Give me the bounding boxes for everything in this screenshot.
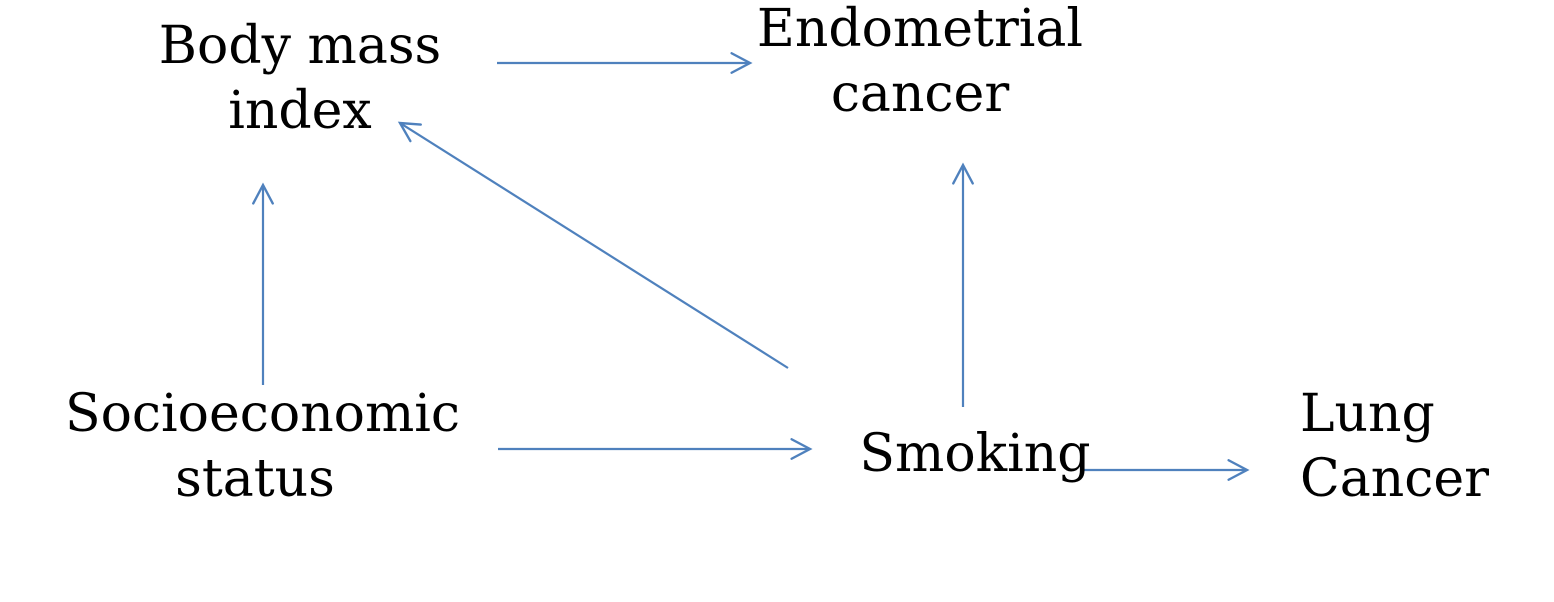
node-endometrial-cancer-line1: Endometrial <box>756 0 1084 59</box>
node-lung-cancer: Lung Cancer <box>1300 382 1510 512</box>
node-body-mass-index-line2: index <box>228 81 372 141</box>
node-endometrial-cancer-line2: cancer <box>830 64 1010 124</box>
node-lung-cancer-line2: Cancer <box>1300 449 1490 509</box>
node-socioeconomic-status: Socioeconomic status <box>65 382 461 512</box>
arrow-smoking-to-bmi <box>397 121 789 369</box>
node-body-mass-index-line1: Body mass <box>158 16 442 76</box>
node-socioeconomic-status-line2: status <box>175 449 335 509</box>
node-socioeconomic-status-line1: Socioeconomic <box>65 384 461 444</box>
node-endometrial-cancer: Endometrial cancer <box>750 0 1090 127</box>
node-body-mass-index: Body mass index <box>145 14 455 144</box>
node-lung-cancer-line1: Lung <box>1300 384 1435 444</box>
node-smoking-line1: Smoking <box>859 424 1091 484</box>
node-smoking: Smoking <box>845 422 1105 487</box>
